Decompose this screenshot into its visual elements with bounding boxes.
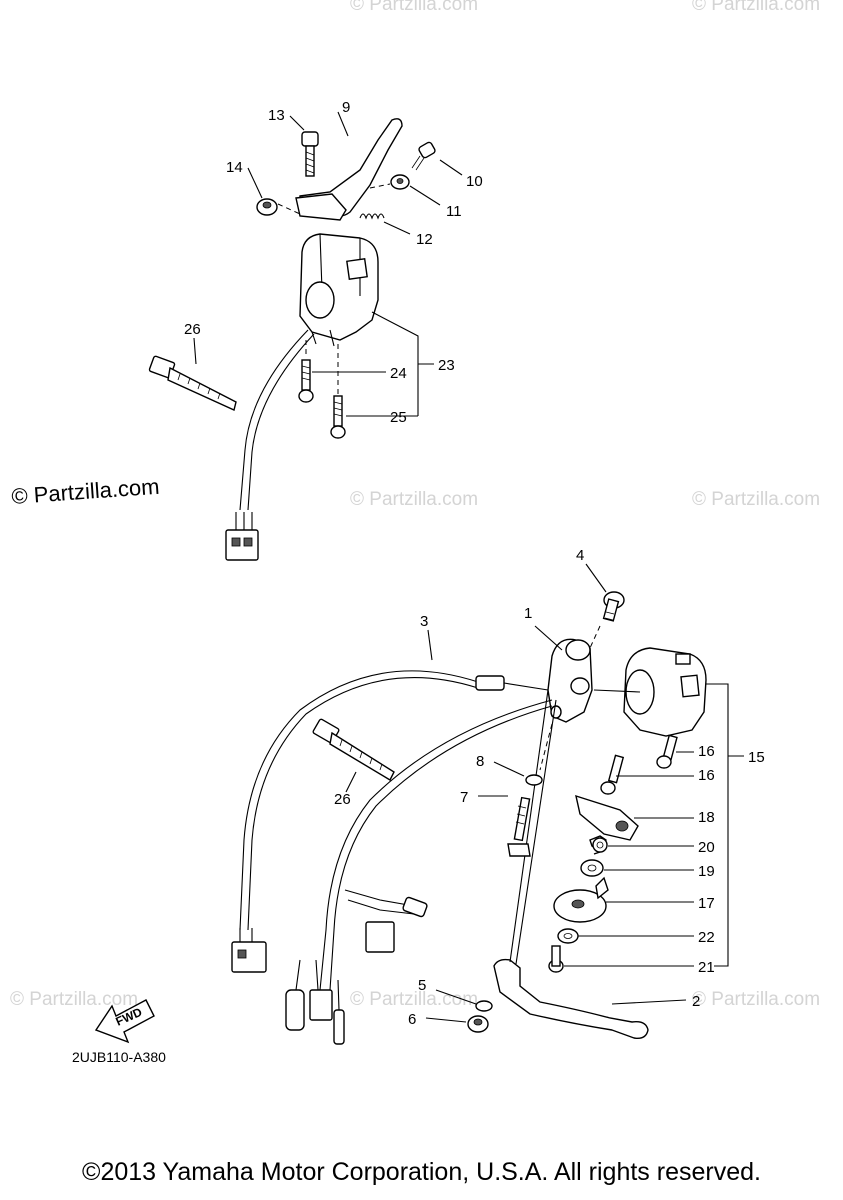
watermark-top-right: © Partzilla.com [692, 0, 820, 15]
cable-connector-3 [231, 928, 267, 973]
screw-10 [411, 141, 436, 171]
washer-19 [580, 859, 604, 877]
harness-connectors [285, 896, 428, 1045]
knob-17 [553, 876, 609, 923]
watermark-center: © Partzilla.com [350, 489, 478, 510]
watermark-bottom-left: © Partzilla.com [10, 989, 138, 1010]
callout-22: 22 [698, 929, 715, 946]
lock-washer-20 [589, 835, 608, 855]
bolt-7 [507, 796, 531, 857]
watermark-right: © Partzilla.com [692, 489, 820, 510]
throttle-guide-18 [575, 794, 639, 841]
callout-8: 8 [476, 753, 484, 770]
callout-5: 5 [418, 977, 426, 994]
left-switch-housing-23 [299, 233, 379, 347]
callout-4: 4 [576, 547, 584, 564]
callout-18: 18 [698, 809, 715, 826]
nut-14 [256, 198, 278, 216]
callout-24: 24 [390, 365, 407, 382]
callout-26-lower: 26 [334, 791, 351, 808]
screw-24 [298, 359, 314, 403]
screw-16b [656, 734, 678, 769]
diagram-code: 2UJB110-A380 [72, 1049, 166, 1065]
lower-assembly [231, 563, 744, 1045]
washer-8 [525, 774, 543, 786]
bracket-23 [312, 311, 434, 417]
washer-22 [557, 928, 579, 944]
callout-17: 17 [698, 895, 715, 912]
callout-23: 23 [438, 357, 455, 374]
cable-tie-26-lower [312, 718, 395, 781]
watermark-main: © Partzilla.com [11, 474, 161, 509]
callout-10: 10 [466, 173, 483, 190]
spring-12 [359, 213, 385, 220]
watermark-bottom-center: © Partzilla.com [350, 989, 478, 1010]
left-switch-cable [239, 329, 309, 511]
callout-19: 19 [698, 863, 715, 880]
callout-26-upper: 26 [184, 321, 201, 338]
cable-end-3 [475, 675, 549, 691]
callout-1: 1 [524, 605, 532, 622]
callout-20: 20 [698, 839, 715, 856]
callout-7: 7 [460, 789, 468, 806]
callout-16-upper: 16 [698, 743, 715, 760]
callout-21: 21 [698, 959, 715, 976]
copyright-notice: ©2013 Yamaha Motor Corporation, U.S.A. A… [82, 1158, 761, 1186]
callout-14: 14 [226, 159, 243, 176]
callout-3: 3 [420, 613, 428, 630]
bracket-15 [706, 683, 744, 967]
callout-12: 12 [416, 231, 433, 248]
nut-6 [467, 1015, 489, 1033]
callout-9: 9 [342, 99, 350, 116]
lever-bracket [295, 193, 347, 221]
callout-25: 25 [390, 409, 407, 426]
callout-2: 2 [692, 993, 700, 1010]
nut-11 [390, 174, 410, 190]
throttle-cable-3 [239, 670, 479, 931]
screw-16a [600, 754, 625, 795]
right-switch-harness [319, 699, 553, 991]
clutch-lever-2 [493, 689, 649, 1040]
watermark-top-center: © Partzilla.com [350, 0, 478, 15]
left-switch-connector [225, 512, 259, 561]
cable-tie-26-upper [148, 355, 237, 411]
bolt-4 [602, 591, 625, 622]
bolt-13 [301, 131, 319, 177]
callout-16-lower: 16 [698, 767, 715, 784]
callout-6: 6 [408, 1011, 416, 1028]
upper-assembly [148, 111, 463, 561]
lever-holder-1 [547, 638, 593, 723]
o-ring-5 [475, 1000, 493, 1012]
callout-13: 13 [268, 107, 285, 124]
callout-11: 11 [446, 203, 462, 220]
callout-labels: 9 13 14 10 11 12 26 23 24 25 4 1 3 16 15… [184, 99, 765, 1028]
screw-25 [330, 395, 346, 439]
screw-21 [548, 945, 564, 973]
callout-15: 15 [748, 749, 765, 766]
watermark-bottom-right: © Partzilla.com [692, 989, 820, 1010]
